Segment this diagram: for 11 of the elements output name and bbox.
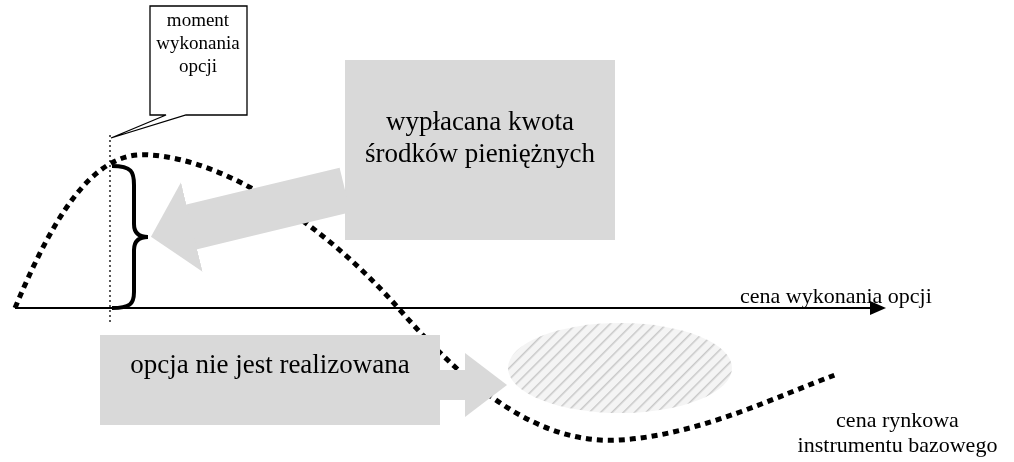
box-text: wypłacana kwota środków pieniężnych (363, 105, 597, 170)
curve-label: cena rynkowa instrumentu bazowego (796, 407, 999, 458)
hatched-ellipse (508, 323, 732, 413)
callout-bubble (108, 5, 248, 140)
axis-label: cena wykonania opcji (740, 283, 933, 309)
shaded-box (345, 60, 615, 240)
block-arrow (440, 353, 507, 417)
box-text: opcja nie jest realizowana (129, 348, 411, 381)
callout-text: moment wykonania opcji (155, 9, 241, 78)
shaded-box (100, 335, 440, 425)
curly-brace (110, 164, 150, 310)
